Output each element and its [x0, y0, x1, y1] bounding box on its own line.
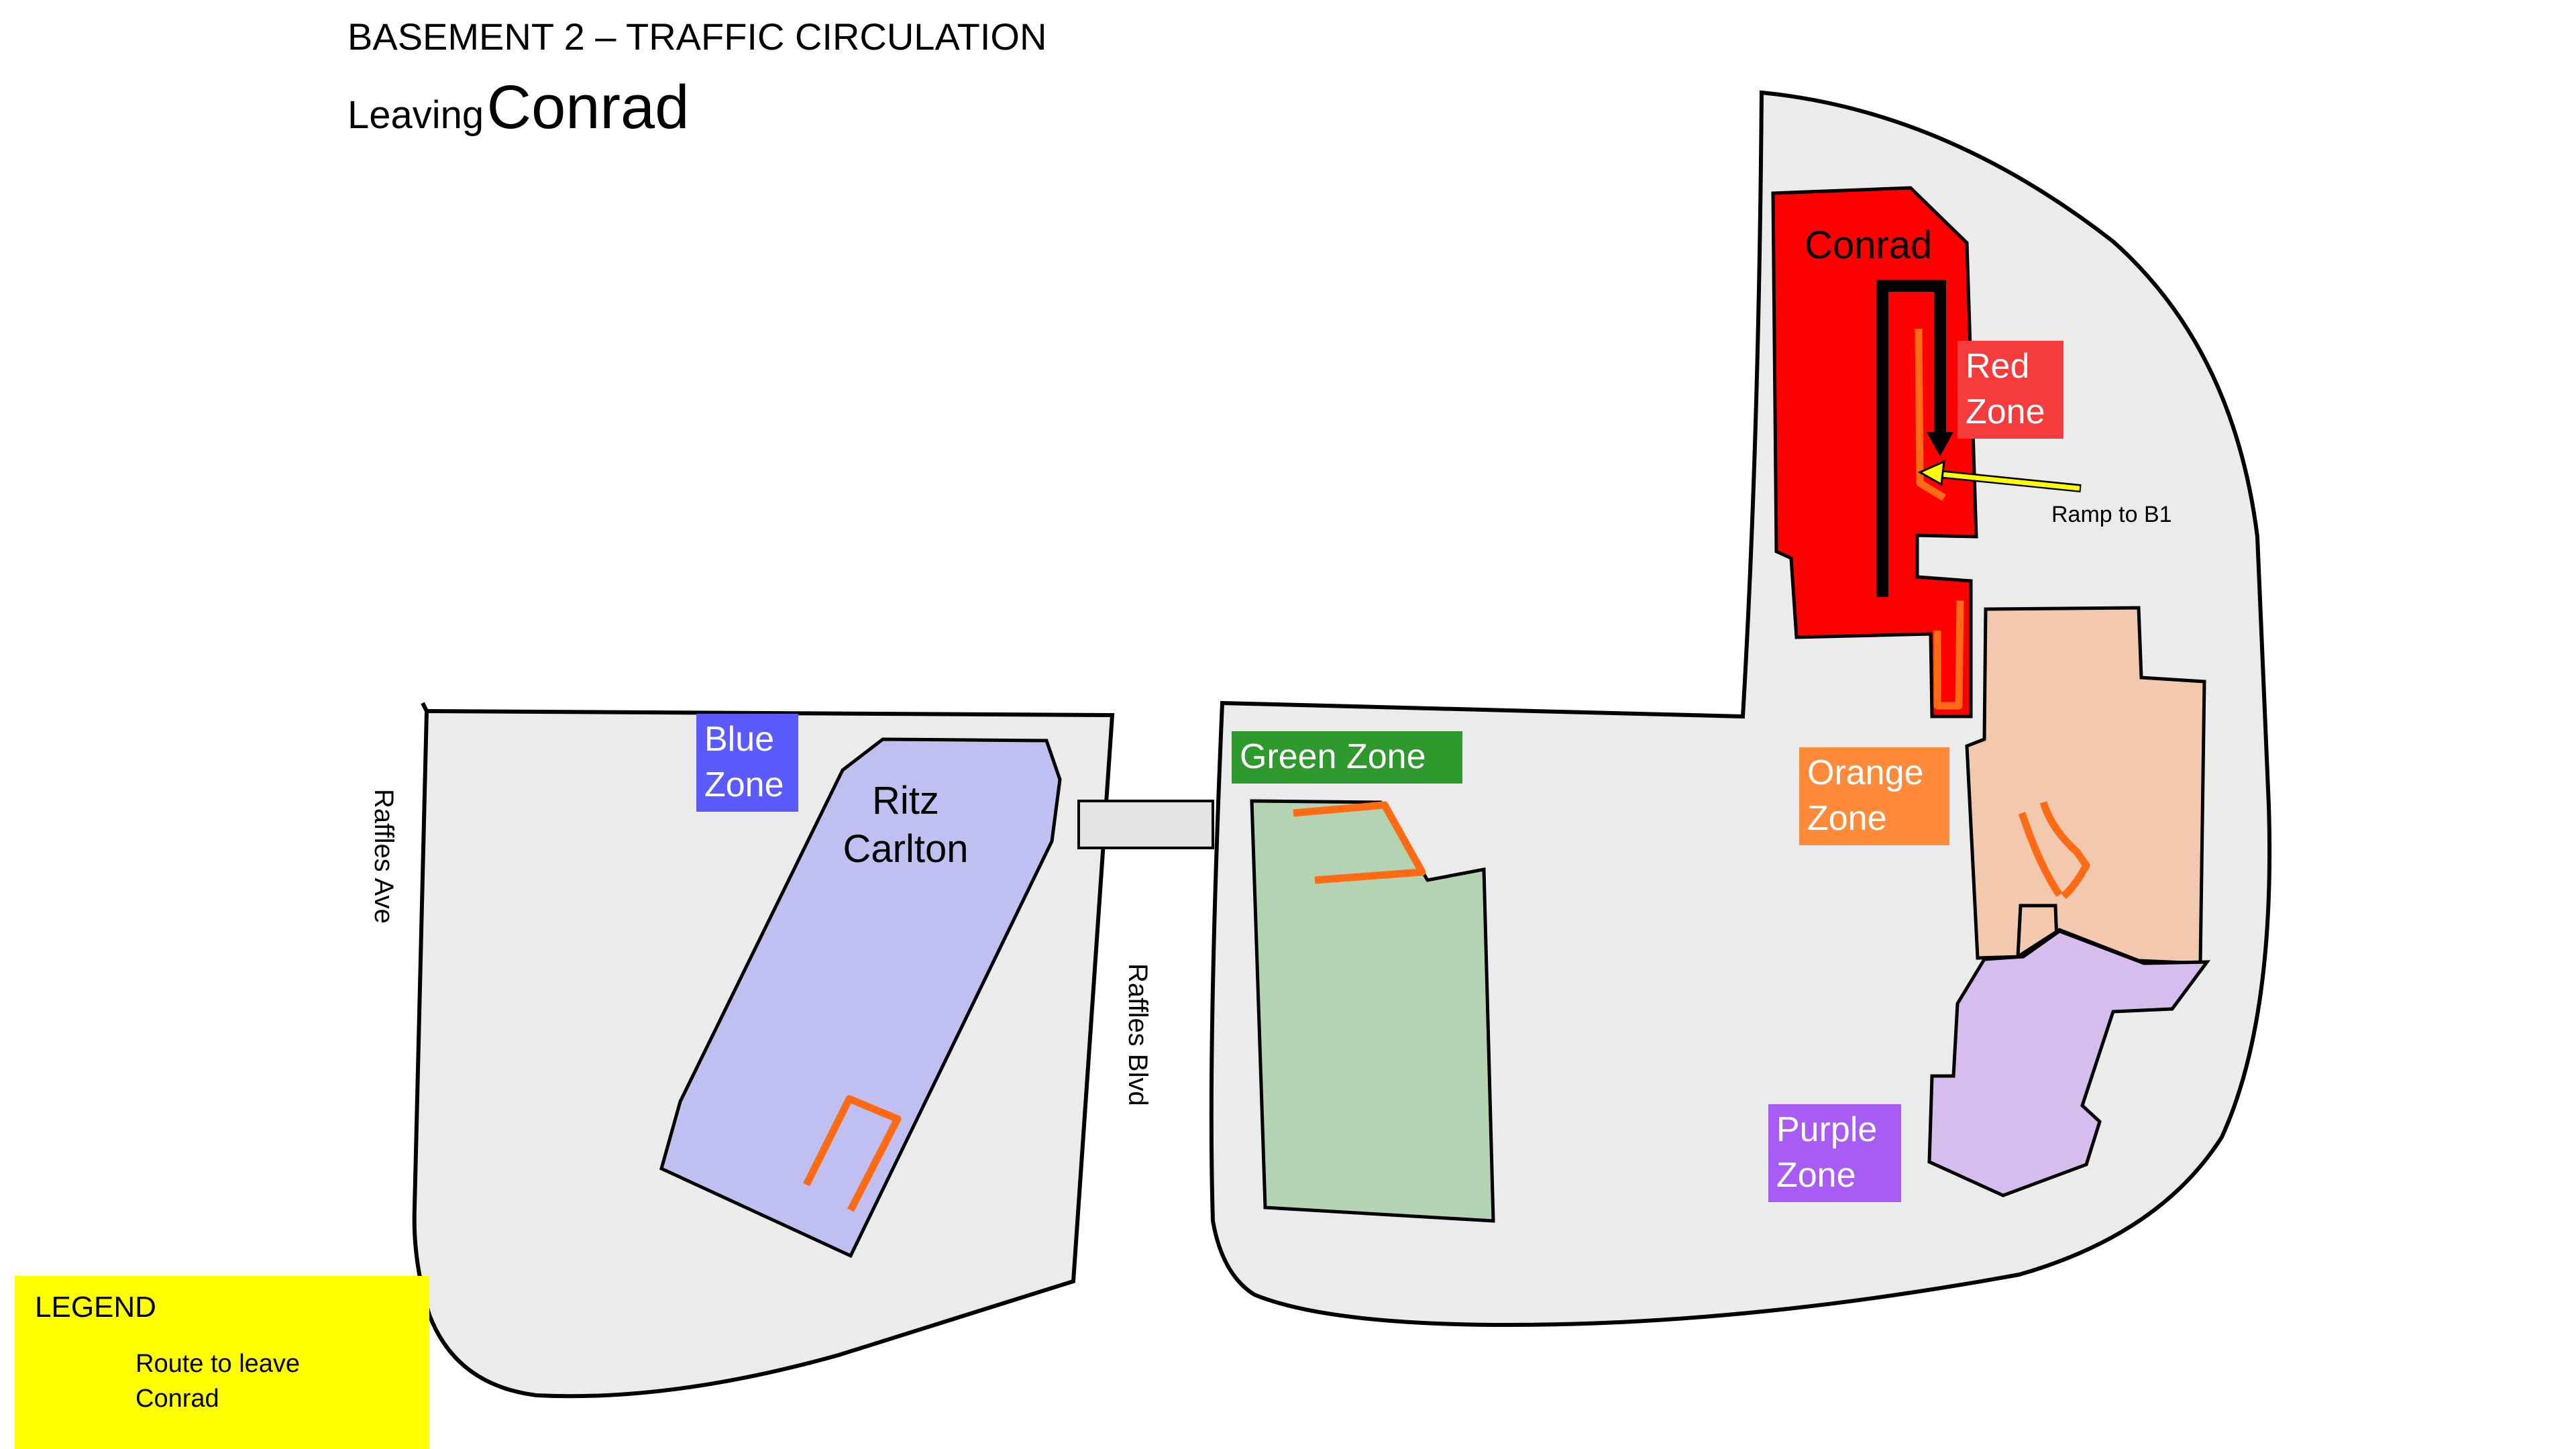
blue-zone-line2: Zone	[704, 765, 784, 804]
orange-zone-badge: Orange Zone	[1799, 747, 1949, 845]
ramp-mark-orange	[2018, 812, 2063, 898]
purple-zone-line2: Zone	[1776, 1156, 1856, 1195]
ramp-mark-ritz	[803, 1095, 902, 1212]
red-zone-line2: Zone	[1966, 392, 2045, 431]
raffles-ave-label: Raffles Ave	[369, 789, 398, 924]
route-line	[1876, 280, 1946, 597]
route-arrowhead	[1927, 432, 1953, 456]
ritz-label-line2: Carlton	[843, 827, 969, 871]
connector-bridge	[1077, 800, 1214, 849]
purple-zone-block	[1927, 929, 2211, 1197]
conrad-label: Conrad	[1805, 223, 1933, 267]
conrad-block	[1771, 186, 1978, 718]
ramp-mark-conrad-lower	[1933, 600, 1964, 710]
blue-zone-line1: Blue	[704, 720, 775, 759]
raffles-ave-edge-tick	[421, 702, 429, 712]
blue-zone-badge: Blue Zone	[696, 714, 798, 812]
ritz-carlton-block	[659, 737, 1062, 1258]
page-title: BASEMENT 2 – TRAFFIC CIRCULATION	[347, 15, 1047, 58]
ritz-carlton-label: Ritz Carlton	[839, 777, 973, 873]
ramp-markings	[803, 328, 2090, 1212]
red-zone-badge: Red Zone	[1957, 341, 2063, 439]
green-zone-badge: Green Zone	[1232, 731, 1462, 784]
purple-zone-badge: Purple Zone	[1768, 1104, 1901, 1202]
legend-box: LEGEND Route to leave Conrad	[15, 1276, 429, 1449]
ramp-mark-conrad	[1915, 328, 1946, 501]
purple-zone-line1: Purple	[1776, 1110, 1878, 1149]
raffles-blvd-label: Raffles Blvd	[1123, 963, 1152, 1106]
green-zone-line1: Green Zone	[1240, 737, 1426, 776]
exit-route	[1876, 280, 1953, 597]
subtitle-main: Conrad	[486, 73, 690, 142]
legend-route-label: Route to leave Conrad	[136, 1350, 301, 1413]
ramp-to-b1-label: Ramp to B1	[2051, 502, 2172, 527]
ramp-mark-orange-2	[2039, 801, 2090, 900]
orange-zone-line2: Zone	[1807, 799, 1887, 838]
orange-zone-line1: Orange	[1807, 753, 1924, 792]
page-subtitle: Leaving Conrad	[347, 72, 689, 143]
ramp-mark-green	[1293, 801, 1426, 884]
subtitle-prefix: Leaving	[347, 93, 484, 137]
red-zone-line1: Red	[1966, 347, 2030, 386]
ramp-arrow	[1917, 460, 2082, 492]
ritz-label-line1: Ritz	[872, 779, 939, 822]
legend-title: LEGEND	[35, 1291, 156, 1324]
